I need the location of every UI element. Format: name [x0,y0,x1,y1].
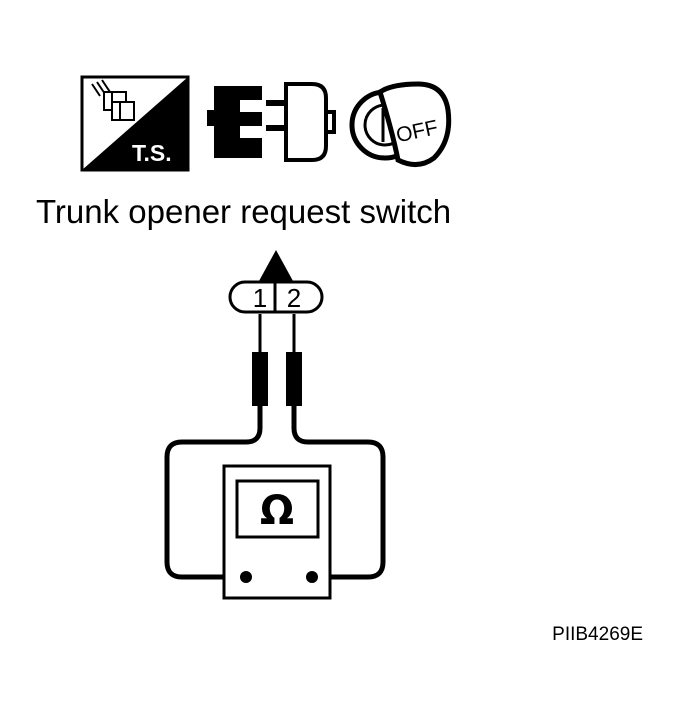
reference-code: PIIB4269E [552,624,643,645]
harness-connector: 1 2 [228,250,324,314]
troubleshooting-icon: T.S. [80,75,190,172]
probe-lead-right [286,314,386,580]
connector-disconnect-icon [207,82,336,162]
terminal-1: 1 [253,283,267,313]
meter-terminal-left [240,571,252,583]
component-name: Trunk opener request switch [36,193,451,230]
terminal-2: 2 [287,283,301,313]
ohmmeter-icon: Ω [222,464,332,600]
troubleshooting-label: T.S. [132,140,172,166]
ohm-symbol: Ω [260,488,294,534]
meter-terminal-right [306,571,318,583]
ignition-key-off-icon: OFF [349,81,452,167]
probe-lead-left [164,314,268,580]
